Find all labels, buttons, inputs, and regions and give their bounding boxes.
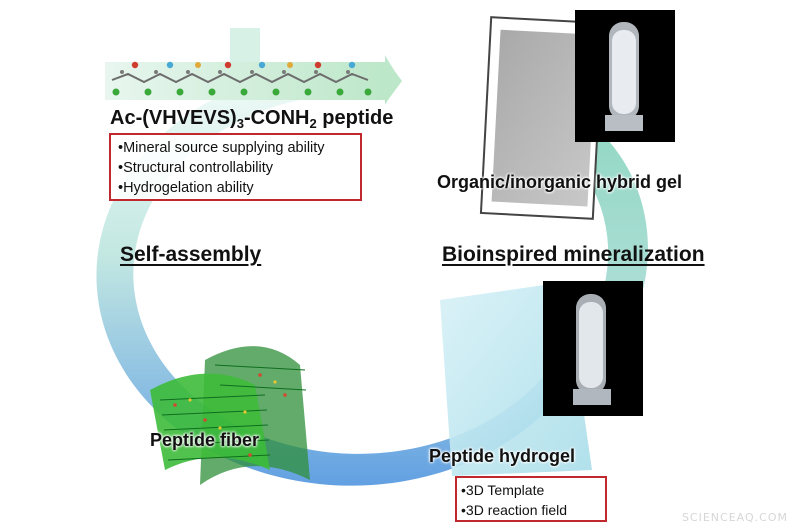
title-middle: -CONH [243,107,310,129]
hybrid-gel-label: Organic/inorganic hybrid gel [437,172,683,192]
property-item: •Hydrogelation ability [118,180,254,196]
peptide-chain-band [105,28,402,104]
peptide-properties-box: •Mineral source supplying ability •Struc… [109,133,362,201]
peptide-fiber-figure [150,346,310,485]
property-item: •Structural controllability [118,160,273,176]
function-item: •3D reaction field [461,502,568,518]
function-item: •3D Template [461,482,545,498]
peptide-hydrogel-figure [440,281,643,476]
hybrid-gel-figure [479,10,675,220]
peptide-fiber-label: Peptide fiber [150,430,260,450]
hydrogel-functions-box: •3D Template •3D reaction field [455,476,607,522]
watermark: SCIENCEAQ.COM [681,511,788,524]
title-prefix: Ac-(VHVEVS) [110,107,237,129]
title-subscript-2: 2 [309,116,317,131]
property-item: •Mineral source supplying ability [118,140,325,156]
peptide-sequence-title: Ac-(VHVEVS)3-CONH2 peptide [110,107,393,131]
self-assembly-label: Self-assembly [120,243,262,266]
peptide-hydrogel-label: Peptide hydrogel [429,446,576,466]
title-suffix: peptide [316,107,394,129]
mineralization-label: Bioinspired mineralization [442,243,705,266]
title-subscript: 3 [236,116,244,131]
